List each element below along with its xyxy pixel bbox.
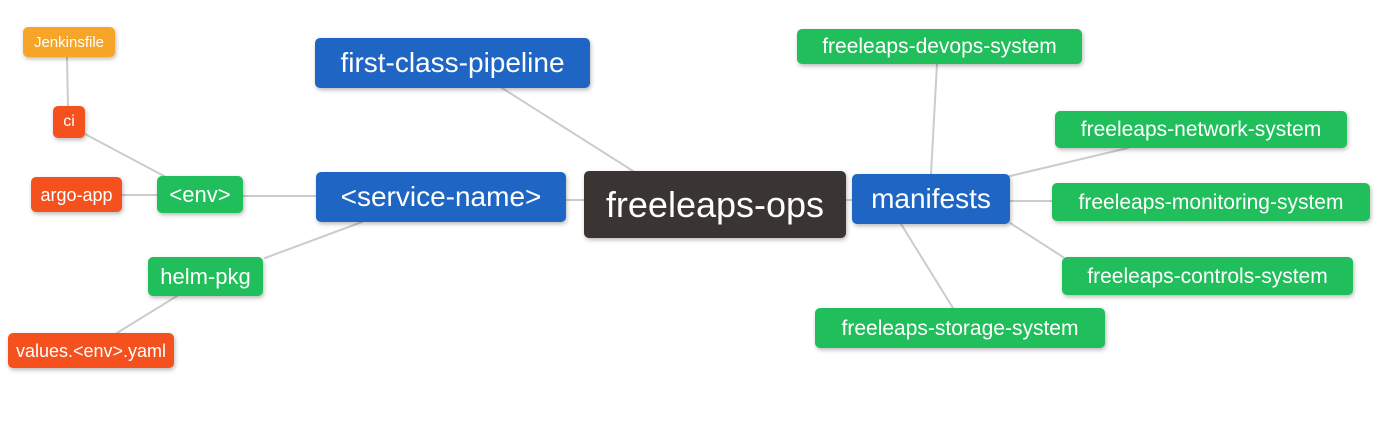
node-freeleaps-controls-system[interactable]: freeleaps-controls-system xyxy=(1062,257,1353,295)
node-jenkinsfile[interactable]: Jenkinsfile xyxy=(23,27,115,57)
edge-manifests-to-freeleaps-network-system xyxy=(1009,147,1129,177)
edge-manifests-to-freeleaps-devops-system xyxy=(930,63,938,175)
node-values-env-yaml[interactable]: values.<env>.yaml xyxy=(8,333,174,368)
node-env[interactable]: <env> xyxy=(157,176,243,213)
edge-ci-to-env xyxy=(84,133,165,177)
node-freeleaps-monitoring-system[interactable]: freeleaps-monitoring-system xyxy=(1052,183,1370,221)
node-first-class-pipeline[interactable]: first-class-pipeline xyxy=(315,38,590,88)
node-manifests[interactable]: manifests xyxy=(852,174,1010,224)
edge-jenkinsfile-to-ci xyxy=(66,56,69,107)
node-freeleaps-storage-system[interactable]: freeleaps-storage-system xyxy=(815,308,1105,348)
edge-manifests-to-freeleaps-storage-system xyxy=(900,223,954,309)
node-argo-app[interactable]: argo-app xyxy=(31,177,122,212)
edge-first-class-pipeline-to-freeleaps-ops xyxy=(501,87,634,172)
node-freeleaps-ops[interactable]: freeleaps-ops xyxy=(584,171,846,238)
node-ci[interactable]: ci xyxy=(53,106,85,138)
node-freeleaps-network-system[interactable]: freeleaps-network-system xyxy=(1055,111,1347,148)
edge-manifests-to-freeleaps-controls-system xyxy=(1009,222,1064,258)
node-freeleaps-devops-system[interactable]: freeleaps-devops-system xyxy=(797,29,1082,64)
edge-helm-pkg-to-values-env-yaml xyxy=(116,295,178,334)
node-helm-pkg[interactable]: helm-pkg xyxy=(148,257,263,296)
edge-service-name-to-helm-pkg xyxy=(264,221,363,259)
node-service-name[interactable]: <service-name> xyxy=(316,172,566,222)
